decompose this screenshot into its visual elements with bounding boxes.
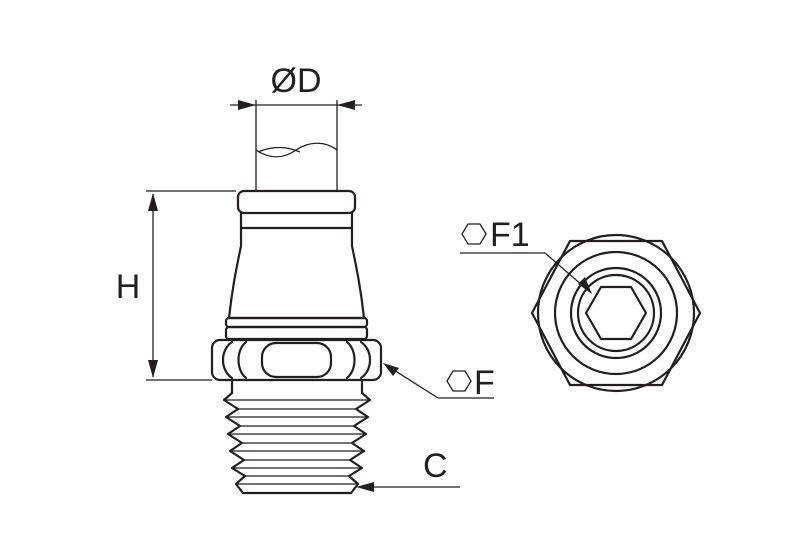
label-thread: C [423,447,448,485]
body-ring-lower [224,325,369,341]
thread-left-profile [222,391,247,495]
dimension-height: H [116,190,236,381]
hex-symbol-icon-f1 [461,223,487,245]
label-diameter: ØD [271,62,322,100]
hex-symbol-icon [446,370,472,392]
label-height: H [116,268,141,306]
hex-nut [210,338,383,382]
callout-thread: C [356,447,460,492]
callout-hex: F [383,363,495,402]
collet-ring [236,189,357,215]
dimension-diameter: ØD [230,62,362,110]
body-ring-upper [224,316,369,329]
label-inner-hex: F1 [490,216,530,254]
thread [222,378,372,495]
tube-stub [255,100,338,191]
side-view [210,100,383,495]
inner-hex-socket [584,285,648,341]
end-view [530,233,702,393]
thread-right-profile [347,391,372,495]
end-view-hex-outline [530,239,702,387]
label-hex: F [474,364,495,402]
callout-inner-hex: F1 [460,216,592,294]
